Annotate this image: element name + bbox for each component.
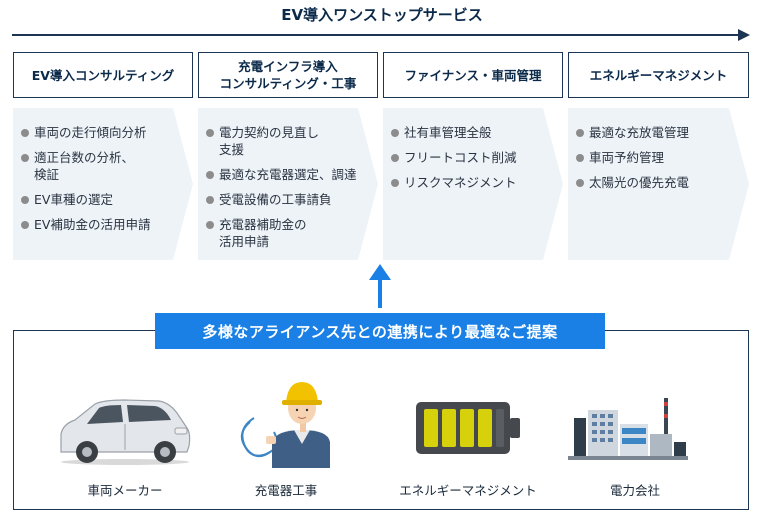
car-icon: [60, 399, 191, 465]
list-item: 車両の走行傾向分析: [21, 124, 189, 141]
list-item-line: 車両予約管理: [589, 150, 665, 165]
stage-header-line: ファイナンス・車両管理: [404, 67, 542, 83]
list-item-line: 車両の走行傾向分析: [34, 125, 147, 140]
list-item: EV補助金の活用申請: [21, 216, 189, 233]
list-item-line: フリートコスト削減: [404, 150, 517, 165]
stage-chevron-2: [198, 108, 378, 260]
stage-chevron-3: [383, 108, 563, 260]
partner-box: [13, 330, 749, 510]
stage-header-charging-infra: 充電インフラ導入 コンサルティング・工事: [198, 52, 378, 98]
page-title: EV導入ワンストップサービス: [281, 6, 483, 24]
stage-list-4: 最適な充放電管理 車両予約管理 太陽光の優先充電: [576, 124, 744, 199]
list-item: EV車種の選定: [21, 191, 189, 208]
stage-header-ev-consulting: EV導入コンサルティング: [13, 52, 193, 98]
list-item: 充電器補助金の活用申請: [206, 216, 374, 250]
list-item-line: 活用申請: [219, 234, 270, 249]
list-item-line: 社有車管理全般: [404, 125, 492, 140]
worker-icon: [240, 382, 330, 468]
list-item-line: EV車種の選定: [34, 192, 113, 207]
list-item-line: リスクマネジメント: [404, 175, 517, 190]
partner-label-vehicle-maker: 車両メーカー: [87, 483, 163, 498]
list-item: 車両予約管理: [576, 149, 744, 166]
list-item: 社有車管理全般: [391, 124, 559, 141]
partner-label-power-company: 電力会社: [609, 483, 660, 498]
stage-list-3: 社有車管理全般 フリートコスト削減 リスクマネジメント: [391, 124, 559, 199]
power-plant-icon: [568, 398, 688, 460]
alliance-banner: 多様なアライアンス先との連携により最適なご提案: [155, 313, 605, 349]
stage-header-line: コンサルティング・工事: [219, 76, 357, 91]
stage-list-1: 車両の走行傾向分析 適正台数の分析、検証 EV車種の選定 EV補助金の活用申請: [21, 124, 189, 241]
list-item: リスクマネジメント: [391, 174, 559, 191]
list-item-line: 検証: [34, 167, 60, 182]
list-item-line: 電力契約の見直し: [219, 125, 320, 140]
partner-label-charger-work: 充電器工事: [254, 483, 318, 498]
list-item-line: 最適な充放電管理: [589, 125, 690, 140]
list-item-line: EV補助金の活用申請: [34, 217, 151, 232]
stage-header-line: 充電インフラ導入: [238, 59, 338, 74]
stage-chevron-1: [13, 108, 193, 260]
list-item-line: 適正台数の分析、: [34, 150, 135, 165]
stage-list-2: 電力契約の見直し支援 最適な充電器選定、調達 受電設備の工事請負 充電器補助金の…: [206, 124, 374, 258]
list-item-line: 受電設備の工事請負: [219, 192, 332, 207]
list-item: 適正台数の分析、検証: [21, 149, 189, 183]
list-item-line: 最適な充電器選定、調達: [219, 167, 357, 182]
list-item: 太陽光の優先充電: [576, 174, 744, 191]
timeline-arrow: [12, 29, 750, 41]
partner-label-energy-management: エネルギーマネジメント: [399, 483, 537, 498]
battery-icon: [416, 402, 520, 454]
list-item-line: 太陽光の優先充電: [589, 175, 690, 190]
list-item: 最適な充電器選定、調達: [206, 166, 374, 183]
list-item: 最適な充放電管理: [576, 124, 744, 141]
list-item-line: 支援: [219, 142, 245, 157]
stage-chevron-4: [568, 108, 749, 260]
list-item: 受電設備の工事請負: [206, 191, 374, 208]
list-item: 電力契約の見直し支援: [206, 124, 374, 158]
stage-header-finance: ファイナンス・車両管理: [383, 52, 563, 98]
list-item: フリートコスト削減: [391, 149, 559, 166]
stage-header-line: エネルギーマネジメント: [589, 67, 728, 83]
list-item-line: 充電器補助金の: [219, 217, 307, 232]
stage-header-line: EV導入コンサルティング: [31, 67, 175, 83]
stage-header-energy-management: エネルギーマネジメント: [568, 52, 749, 98]
up-arrow-icon: [369, 264, 391, 308]
